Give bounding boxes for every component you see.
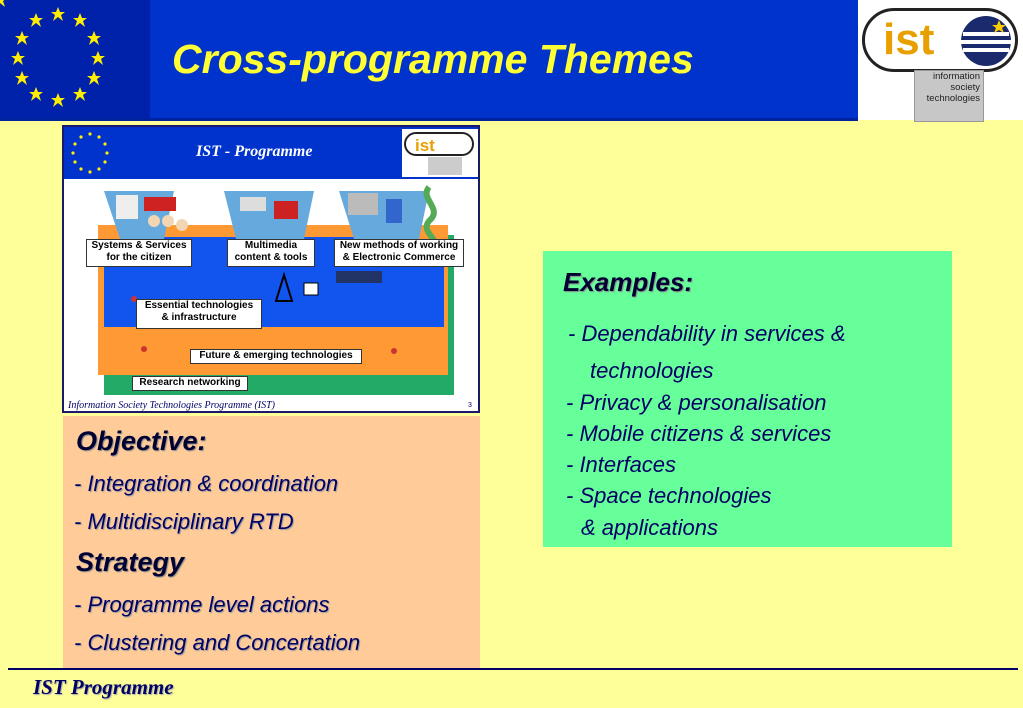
objective-item: - Multidisciplinary RTD xyxy=(74,509,294,534)
examples-box: Examples: - Dependability in services & … xyxy=(543,251,952,547)
ist-logo: ist information society technologies xyxy=(858,0,1023,122)
eu-flag-icon xyxy=(71,132,109,174)
ist-logo-word: ist xyxy=(883,15,935,64)
ist-logo-pill: ist xyxy=(862,8,1018,72)
tagline-line: information xyxy=(933,71,980,82)
ist-logo-word: ist xyxy=(415,136,435,155)
strategy-heading: Strategy xyxy=(76,547,185,577)
strategy-item: - Programme level actions xyxy=(74,592,330,617)
globe-icon xyxy=(961,16,1011,66)
example-item: technologies xyxy=(590,358,714,383)
example-item: - Privacy & personalisation xyxy=(566,390,827,415)
label-new-methods: New methods of working & Electronic Comm… xyxy=(334,239,464,267)
example-item: - Interfaces xyxy=(566,452,677,477)
example-item: & applications xyxy=(581,515,718,540)
tagline-line: technologies xyxy=(926,93,980,104)
ist-programme-diagram: IST - Programme ist Systems & S xyxy=(62,125,480,413)
ist-logo-small: ist xyxy=(402,129,478,177)
strategy-item: - Clustering and Concertation xyxy=(74,630,361,655)
inner-slide-page-number: 3 xyxy=(468,402,472,409)
page-title: Cross-programme Themes xyxy=(172,36,694,82)
label-multimedia: Multimedia content & tools xyxy=(227,239,315,267)
label-systems-services: Systems & Services for the citizen xyxy=(86,239,192,267)
examples-heading: Examples: xyxy=(563,267,694,297)
header-underline xyxy=(0,118,858,121)
inner-slide-title: IST - Programme xyxy=(196,143,313,160)
tagline-line: society xyxy=(950,82,980,93)
inner-slide-header: IST - Programme ist xyxy=(64,127,478,179)
eu-flag-icon xyxy=(0,0,150,118)
ist-logo-tagline: information society technologies xyxy=(914,70,984,122)
footer-divider xyxy=(8,668,1018,670)
example-item: - Dependability in services & xyxy=(568,321,846,346)
example-item: - Space technologies xyxy=(566,483,772,508)
objective-item: - Integration & coordination xyxy=(74,471,339,496)
objective-strategy-box: Objective: - Integration & coordination … xyxy=(63,416,480,668)
inner-slide-footer: Information Society Technologies Program… xyxy=(68,400,276,411)
example-item: - Mobile citizens & services xyxy=(566,421,832,446)
diagram-illustration xyxy=(98,185,454,395)
label-essential-tech: Essential technologies & infrastructure xyxy=(136,299,262,329)
label-future-emerging: Future & emerging technologies xyxy=(190,349,362,364)
label-research-networking: Research networking xyxy=(132,376,248,391)
footer-title: IST Programme xyxy=(33,675,174,699)
objective-heading: Objective: xyxy=(76,426,207,456)
